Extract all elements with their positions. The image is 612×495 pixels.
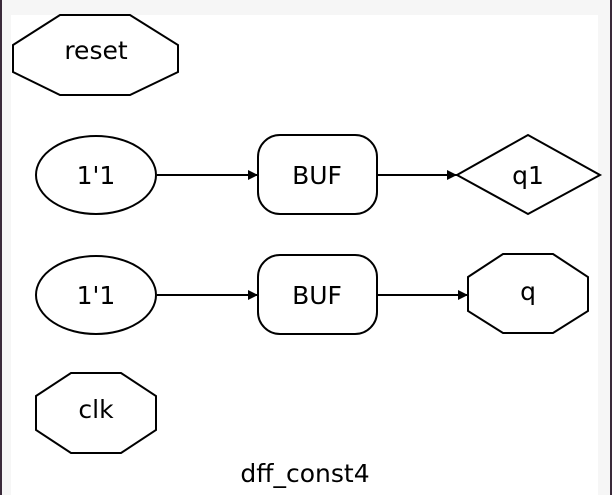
node-q1-label: q1 xyxy=(512,161,544,190)
node-const-1-label: 1'1 xyxy=(77,161,116,190)
node-q-label: q xyxy=(520,277,536,306)
node-const-1[interactable]: 1'1 xyxy=(35,135,157,215)
window-border-left xyxy=(0,0,2,495)
node-buf-2[interactable]: BUF xyxy=(257,254,378,335)
node-const-2-label: 1'1 xyxy=(77,281,116,310)
node-q1[interactable]: q1 xyxy=(454,133,603,216)
node-buf-1-label: BUF xyxy=(292,161,342,190)
node-q[interactable]: q xyxy=(467,253,589,334)
node-reset-label: reset xyxy=(64,36,128,65)
node-clk-label: clk xyxy=(78,395,114,424)
node-buf-2-label: BUF xyxy=(292,281,342,310)
node-reset[interactable]: reset xyxy=(12,14,179,96)
graph-title: dff_const4 xyxy=(240,459,369,488)
node-const-2[interactable]: 1'1 xyxy=(35,255,157,335)
node-clk[interactable]: clk xyxy=(35,372,157,454)
window-border-right xyxy=(610,0,612,495)
